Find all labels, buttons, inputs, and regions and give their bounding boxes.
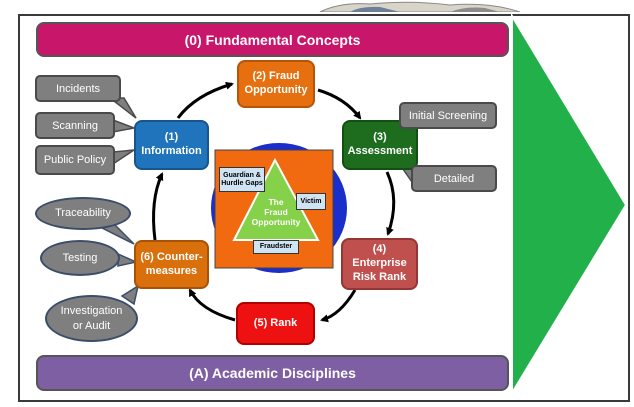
fraud-opportunity-box: (2) Fraud Opportunity [237,60,315,108]
countermeasures-box: (6) Counter- measures [134,240,209,289]
information-box: (1) Information [134,120,209,170]
arrow-riskrank-to-rank [320,289,357,323]
arrow-information-to-fraud [176,81,234,119]
arrow-assessment-to-riskrank [385,171,396,236]
triangle-label: The Fraud Opportunity [251,197,301,228]
investigation-callout: Investigation or Audit [45,295,138,342]
traceability-callout: Traceability [35,197,131,230]
fundamental-concepts-band: (0) Fundamental Concepts [36,22,509,57]
arrow-rank-to-countermeasures [188,288,236,322]
scanning-callout: Scanning [35,112,115,139]
cropped-image-strip [319,1,521,12]
assessment-box: (3) Assessment [342,120,418,170]
victim-label: Victim [296,193,326,210]
arrow-fraud-to-assessment [317,88,362,120]
risk-rank-box: (4) Enterprise Risk Rank [341,238,418,290]
academic-disciplines-band: (A) Academic Disciplines [36,355,509,391]
investigation-pointer [120,284,140,306]
initial-screening-callout: Initial Screening [399,102,497,129]
incidents-callout: Incidents [35,75,121,102]
rank-box: (5) Rank [236,302,315,345]
fraudster-label: Fraudster [253,240,299,254]
guardian-label: Guardian & Hurdle Gaps [219,167,265,192]
arrow-countermeasures-to-information [152,172,164,241]
detailed-callout: Detailed [411,165,497,192]
public-policy-callout: Public Policy [35,145,115,175]
testing-callout: Testing [40,240,120,276]
